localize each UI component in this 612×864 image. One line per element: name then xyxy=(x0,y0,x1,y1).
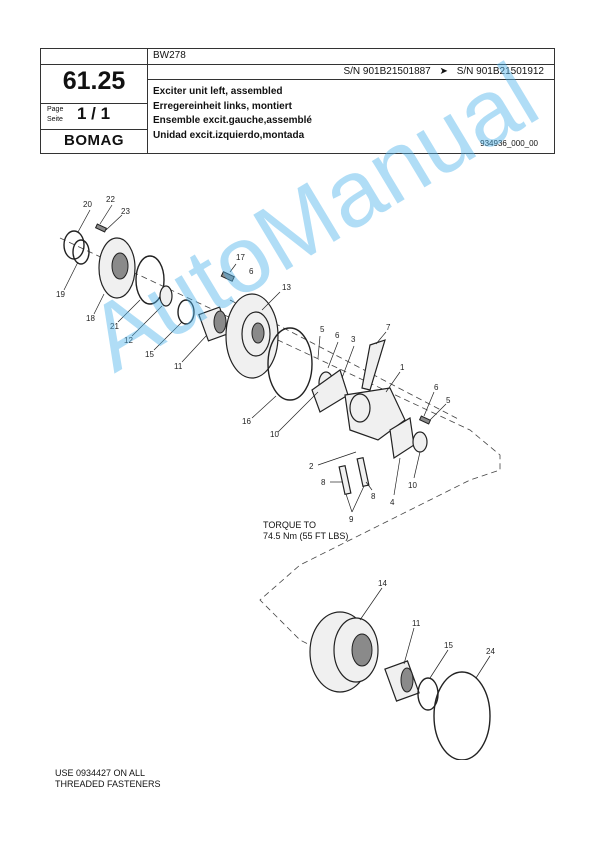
page-label-de: Seite xyxy=(47,116,63,123)
header-table: BW278 S/N 901B21501887 ➤ S/N 901B2150191… xyxy=(40,48,555,154)
serial-to: S/N 901B21501912 xyxy=(456,66,544,77)
callout-8: 8 xyxy=(371,492,376,501)
title-fr: Ensemble excit.gauche,assemblé xyxy=(153,115,312,126)
callout-2: 2 xyxy=(309,462,314,471)
cover-bore xyxy=(111,252,129,280)
callout-8: 8 xyxy=(321,478,326,487)
callout-23: 23 xyxy=(121,207,130,216)
callout-1: 1 xyxy=(400,363,405,372)
flange-bore xyxy=(251,322,265,344)
callout-labels: 20 22 23 19 18 21 12 15 11 17 6 13 16 10… xyxy=(56,195,495,656)
callout-11: 11 xyxy=(174,362,183,371)
callout-20: 20 xyxy=(83,200,92,209)
bolt-part xyxy=(356,456,370,488)
lever-part xyxy=(361,339,386,391)
seal-part xyxy=(159,285,173,307)
torque-line-2: 74.5 Nm (55 FT LBS) xyxy=(263,531,349,541)
header-divider xyxy=(41,64,554,65)
o-ring-part xyxy=(267,327,313,401)
serial-range: S/N 901B21501887 ➤ S/N 901B21501912 xyxy=(343,66,544,77)
callout-18: 18 xyxy=(86,314,95,323)
bomag-logo: BOMAG xyxy=(64,132,124,149)
callout-3: 3 xyxy=(351,335,356,344)
title-en: Exciter unit left, assembled xyxy=(153,86,283,97)
callout-10: 10 xyxy=(408,481,417,490)
page-of: 1 / 1 xyxy=(77,104,111,123)
page-label-en: Page xyxy=(47,106,64,113)
exciter-hub xyxy=(349,393,371,423)
screw-part xyxy=(94,223,108,233)
callout-6: 6 xyxy=(335,331,340,340)
serial-arrow-icon: ➤ xyxy=(439,66,448,77)
assembly-axis xyxy=(59,237,501,656)
callout-15: 15 xyxy=(145,350,154,359)
title-es: Unidad excit.izquierdo,montada xyxy=(153,129,305,141)
callout-11: 11 xyxy=(412,619,421,628)
callout-5: 5 xyxy=(320,325,325,334)
housing-bore xyxy=(351,633,373,667)
callout-16: 16 xyxy=(242,417,251,426)
title-block: Exciter unit left, assembled Erregereinh… xyxy=(153,85,312,143)
o-ring-part xyxy=(433,671,491,760)
fastener-note: USE 0934427 ON ALL THREADED FASTENERS xyxy=(55,768,161,790)
callout-5: 5 xyxy=(446,396,451,405)
serial-from: S/N 901B21501887 xyxy=(343,66,431,77)
header-divider xyxy=(41,103,147,104)
bearing-bore xyxy=(400,667,414,693)
callout-21: 21 xyxy=(110,322,119,331)
callout-14: 14 xyxy=(378,579,387,588)
callout-7: 7 xyxy=(386,323,391,332)
exploded-parts-diagram: 20 22 23 19 18 21 12 15 11 17 6 13 16 10… xyxy=(56,195,501,760)
bolt-part xyxy=(338,464,352,496)
page-label: Page Seite xyxy=(47,105,63,125)
callout-15: 15 xyxy=(444,641,453,650)
header-divider xyxy=(147,79,554,80)
bearing-bore xyxy=(213,310,227,334)
callout-19: 19 xyxy=(56,290,65,299)
title-de: Erregereinheit links, montiert xyxy=(153,100,292,112)
callout-6: 6 xyxy=(434,383,439,392)
page-number: 61.25 xyxy=(62,67,126,95)
callout-9: 9 xyxy=(349,515,354,524)
leader-lines xyxy=(63,204,491,679)
callout-17: 17 xyxy=(236,253,245,262)
header-divider xyxy=(147,49,148,153)
torque-line-1: TORQUE TO xyxy=(263,520,317,530)
fastener-note-line-2: THREADED FASTENERS xyxy=(55,779,161,789)
callout-10: 10 xyxy=(270,430,279,439)
callout-13: 13 xyxy=(282,283,291,292)
callout-6: 6 xyxy=(249,267,254,276)
callout-4: 4 xyxy=(390,498,395,507)
screw-part xyxy=(220,270,235,282)
callout-24: 24 xyxy=(486,647,495,656)
document-number: 934936_000_00 xyxy=(480,139,538,148)
fastener-note-line-1: USE 0934427 ON ALL xyxy=(55,768,146,778)
ring-part xyxy=(72,239,90,265)
torque-note: TORQUE TO 74.5 Nm (55 FT LBS) xyxy=(263,520,348,542)
o-ring-part xyxy=(135,255,165,305)
model-name: BW278 xyxy=(153,50,186,61)
callout-12: 12 xyxy=(124,336,133,345)
callout-22: 22 xyxy=(106,195,115,204)
snap-ring-part xyxy=(177,299,195,325)
screw-part xyxy=(418,415,432,425)
header-divider xyxy=(41,129,147,130)
seal-part xyxy=(412,431,428,453)
